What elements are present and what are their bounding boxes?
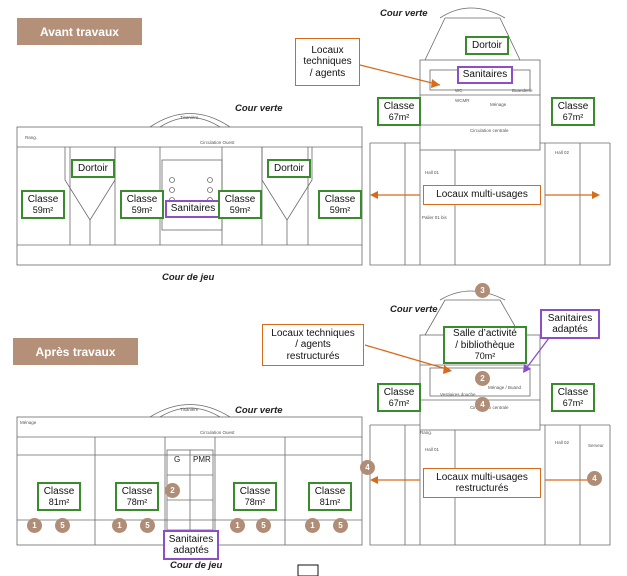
top-sanitaires-right: Sanitaires <box>457 66 513 84</box>
top-buanderie: Buanderie <box>512 88 533 93</box>
bottom-pmr-label: PMR <box>193 455 211 464</box>
bottom-cour-de-jeu: Cour de jeu <box>170 560 223 571</box>
top-tisaniere: Tisanière <box>180 115 199 120</box>
bubble-1-class-3: 1 <box>27 518 42 533</box>
top-menage: Ménage <box>490 102 507 107</box>
top-circulation-ouest: Circulation Ouest <box>200 140 235 145</box>
bottom-serveur: Serveur <box>588 443 604 448</box>
top-sanitaires-left: Sanitaires <box>165 200 221 218</box>
bottom-sanitaires-adaptes-left: Sanitaires adaptés <box>163 530 219 560</box>
avant-travaux-banner: Avant travaux <box>17 18 142 45</box>
top-wcmr: WCMR <box>455 98 470 103</box>
bubble-5-class-6: 5 <box>333 518 348 533</box>
top-rang: Rang. <box>25 135 38 140</box>
bottom-rang: Rang. <box>420 430 433 435</box>
bubble-2-sanitaires: 2 <box>475 371 490 386</box>
top-palier: Palier 01 bis <box>422 215 447 220</box>
bubble-3-salle: 3 <box>475 283 490 298</box>
top-dortoir-left-1: Dortoir <box>71 159 115 178</box>
top-dortoir-right: Dortoir <box>465 36 509 55</box>
bottom-sanitaires-adaptes-right: Sanitaires adaptés <box>540 309 600 339</box>
top-cour-verte-left: Cour verte <box>235 103 283 114</box>
bubble-4-multi-left: 4 <box>360 460 375 475</box>
bottom-cour-verte-left: Cour verte <box>235 405 283 416</box>
top-locaux-techniques: Locaux techniques / agents <box>295 38 360 86</box>
annotation-arrows <box>359 64 595 481</box>
top-left-wing-outline <box>16 126 363 266</box>
bottom-menage: Ménage <box>20 420 37 425</box>
bottom-circulation-ouest: Circulation Ouest <box>200 430 235 435</box>
bubble-5-class-5: 5 <box>256 518 271 533</box>
bubble-1-class-4: 1 <box>112 518 127 533</box>
bottom-hall-01: Hall 01 <box>425 447 440 452</box>
top-dortoir-left-2: Dortoir <box>267 159 311 178</box>
bottom-vestiaires: Vestiaires douche <box>440 392 476 397</box>
bottom-hall-02: Hall 02 <box>555 440 570 445</box>
top-hall-02: Hall 02 <box>555 150 570 155</box>
footer-mark: □ <box>303 563 304 564</box>
top-cour-verte-right: Cour verte <box>380 8 428 19</box>
top-cour-de-jeu: Cour de jeu <box>162 272 215 283</box>
top-locaux-multi-usages: Locaux multi-usages <box>423 185 541 205</box>
top-circulation-centrale: Circulation centrale <box>470 128 509 133</box>
apres-travaux-banner: Après travaux <box>13 338 138 365</box>
top-hall-01: Hall 01 <box>425 170 440 175</box>
bottom-cour-verte-right: Cour verte <box>390 304 438 315</box>
bottom-menage-buand: Ménage / Buand <box>488 385 522 390</box>
bubble-4-locaux-tech: 4 <box>475 397 490 412</box>
bubble-1-class-6: 1 <box>305 518 320 533</box>
top-wc: WC <box>455 88 463 93</box>
bottom-locaux-multi-usages: Locaux multi-usages restructurés <box>423 468 541 498</box>
bubble-5-class-4: 5 <box>140 518 155 533</box>
bottom-g-label: G <box>174 455 181 464</box>
bottom-locaux-techniques: Locaux techniques / agents restructurés <box>262 324 364 366</box>
bottom-tisaniere: Tisanière <box>180 407 199 412</box>
bubble-1-class-5: 1 <box>230 518 245 533</box>
bubble-5-class-3: 5 <box>55 518 70 533</box>
bubble-2-sanitaires-left: 2 <box>165 483 180 498</box>
bubble-4-multi-right: 4 <box>587 471 602 486</box>
